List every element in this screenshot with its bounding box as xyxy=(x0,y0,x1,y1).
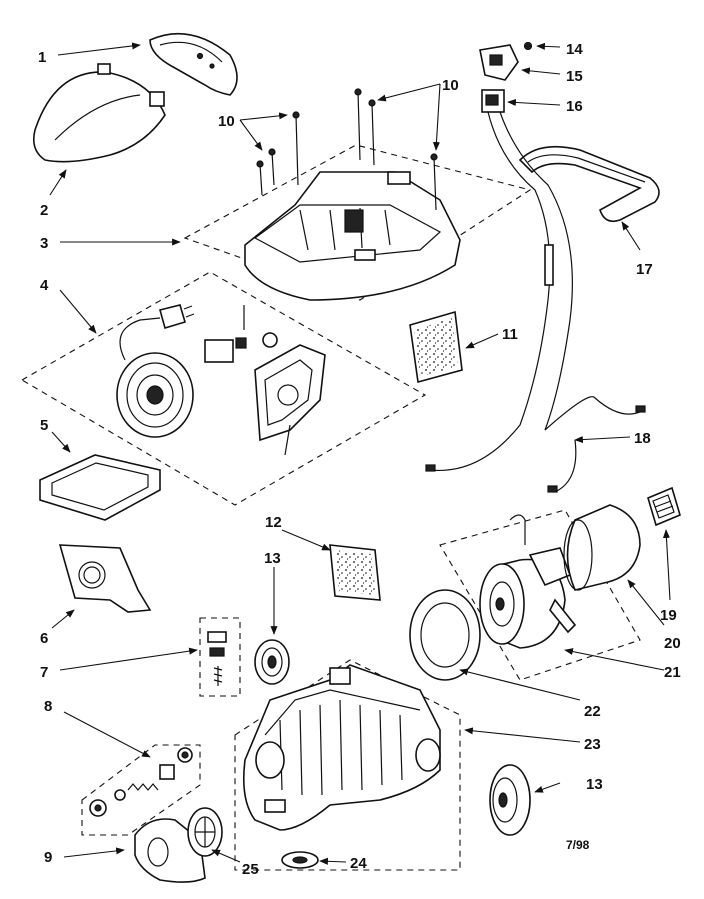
callout-12: 12 xyxy=(265,514,282,531)
part-16-switch xyxy=(481,89,505,113)
callout-18: 18 xyxy=(634,430,651,447)
callout-13-lower: 13 xyxy=(586,776,603,793)
part-13-wheel-upper xyxy=(254,639,290,685)
part-8-latch-parts xyxy=(89,747,193,817)
callout-10-left: 10 xyxy=(218,113,235,130)
part-23-lower-housing xyxy=(242,664,441,831)
callout-25: 25 xyxy=(242,861,259,878)
callout-1: 1 xyxy=(38,49,46,66)
callout-22: 22 xyxy=(584,703,601,720)
part-24-foot xyxy=(281,851,319,869)
part-7-clips xyxy=(207,631,227,686)
callout-24: 24 xyxy=(350,855,367,872)
part-11-exhaust-filter xyxy=(409,310,463,384)
part-12-filter-pad xyxy=(329,544,381,601)
part-1-cover xyxy=(149,32,238,96)
part-14-screw xyxy=(523,41,533,51)
cord-reel-assembly-box xyxy=(20,271,427,506)
callout-15: 15 xyxy=(566,68,583,85)
leader-lines xyxy=(49,42,671,865)
callout-10-right: 10 xyxy=(442,77,459,94)
callout-23: 23 xyxy=(584,736,601,753)
callout-17: 17 xyxy=(636,261,653,278)
part-2-lid xyxy=(32,63,166,163)
callout-8: 8 xyxy=(44,698,52,715)
callout-13-upper: 13 xyxy=(264,550,281,567)
date-code: 7/98 xyxy=(566,838,590,852)
callout-6: 6 xyxy=(40,630,48,647)
callout-14: 14 xyxy=(566,41,583,58)
callout-7: 7 xyxy=(40,664,48,681)
callout-5: 5 xyxy=(40,417,48,434)
callout-11: 11 xyxy=(502,326,518,343)
part-13-wheel-lower xyxy=(489,764,531,836)
part-25-wheel xyxy=(187,807,223,857)
callout-labels: 1 2 3 4 5 6 7 8 9 10 10 11 12 13 13 14 1… xyxy=(38,41,681,878)
callout-19: 19 xyxy=(660,607,677,624)
part-22-motor-gasket xyxy=(409,589,481,681)
part-15-bracket xyxy=(479,44,519,81)
callout-21: 21 xyxy=(664,664,681,681)
part-21-motor xyxy=(479,514,577,649)
motor-assembly-box xyxy=(439,509,641,681)
latch-assembly-box xyxy=(81,744,201,836)
part-5-gasket xyxy=(39,454,161,521)
callout-4: 4 xyxy=(40,277,49,294)
callout-2: 2 xyxy=(40,202,48,219)
part-4-cord-reel-bracket xyxy=(204,305,326,456)
part-18-wiring-harness xyxy=(425,111,646,493)
part-3-upper-housing xyxy=(244,171,461,301)
part-10-screws xyxy=(256,88,438,211)
callout-16: 16 xyxy=(566,98,583,115)
part-6-dust-bag xyxy=(58,544,152,613)
callout-20: 20 xyxy=(664,635,681,652)
callout-3: 3 xyxy=(40,235,48,252)
part-17-handle xyxy=(518,145,660,223)
filter-door-group-box xyxy=(199,617,241,697)
part-20-motor-cover xyxy=(563,504,641,591)
part-4-cord-reel xyxy=(116,304,195,438)
callout-9: 9 xyxy=(44,849,52,866)
part-19-grille xyxy=(647,486,681,527)
